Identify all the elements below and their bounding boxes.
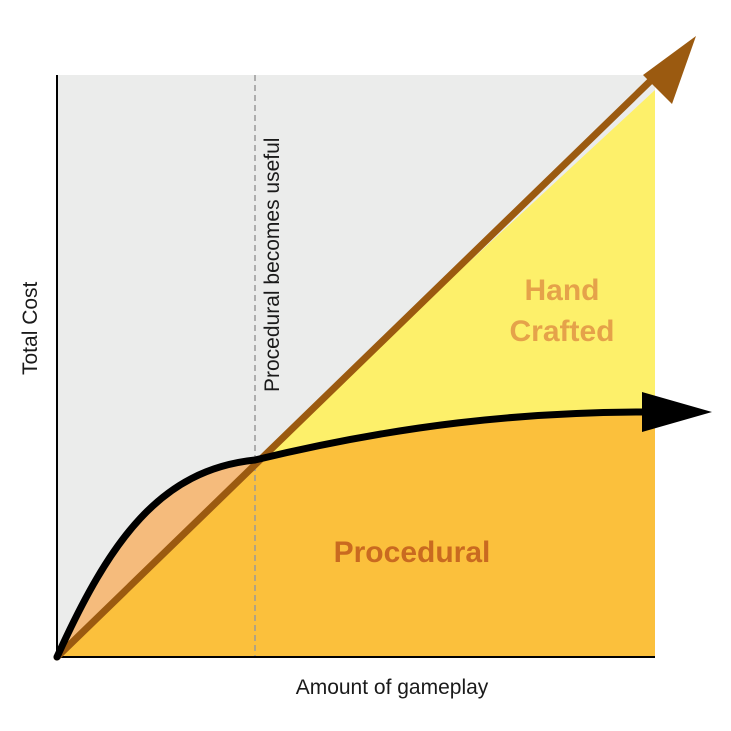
handcrafted-arrowhead xyxy=(643,36,696,104)
procedural-arrowhead xyxy=(642,392,712,432)
y-axis-label: Total Cost xyxy=(19,281,42,375)
threshold-label: Procedural becomes useful xyxy=(261,138,284,392)
procedural-cost-curve xyxy=(53,408,654,661)
handcrafted-label-line2: Crafted xyxy=(509,315,614,348)
handcrafted-cost-line xyxy=(53,56,676,661)
procedural-label: Procedural xyxy=(334,536,491,569)
procedural-region xyxy=(57,412,655,657)
x-axis-label: Amount of gameplay xyxy=(296,676,489,699)
handcrafted-label-line1: Hand xyxy=(525,274,600,307)
